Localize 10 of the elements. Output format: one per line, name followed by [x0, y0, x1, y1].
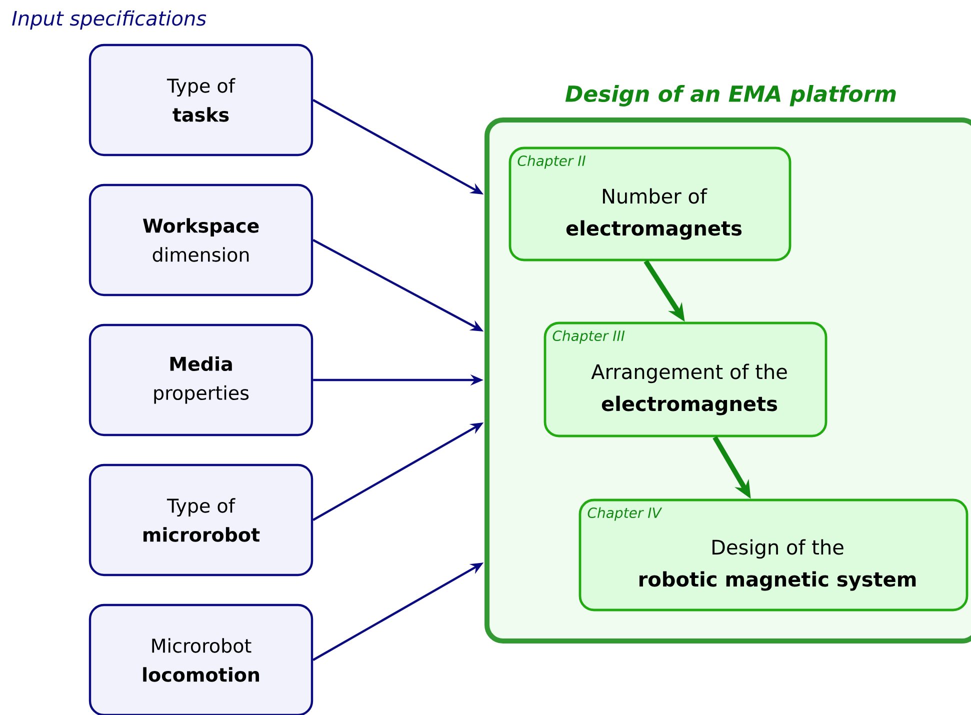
- chapter-box: Chapter IV Design of the robotic magnetic system: [578, 498, 968, 612]
- input-box: Microrobot locomotion: [88, 604, 314, 715]
- chapter-box: Chapter II Number of electromagnets: [508, 146, 792, 262]
- section-heading: Input specifications: [12, 10, 206, 30]
- input-box: Workspace dimension: [88, 184, 314, 296]
- chapter-box: Chapter III Arrangement of the electromagnets: [544, 322, 828, 438]
- input-box: Type of tasks: [88, 44, 314, 156]
- input-box: Media properties: [88, 324, 314, 436]
- node-label: Design of an EMA platform: [565, 85, 896, 106]
- input-box: Type of microrobot: [88, 464, 314, 576]
